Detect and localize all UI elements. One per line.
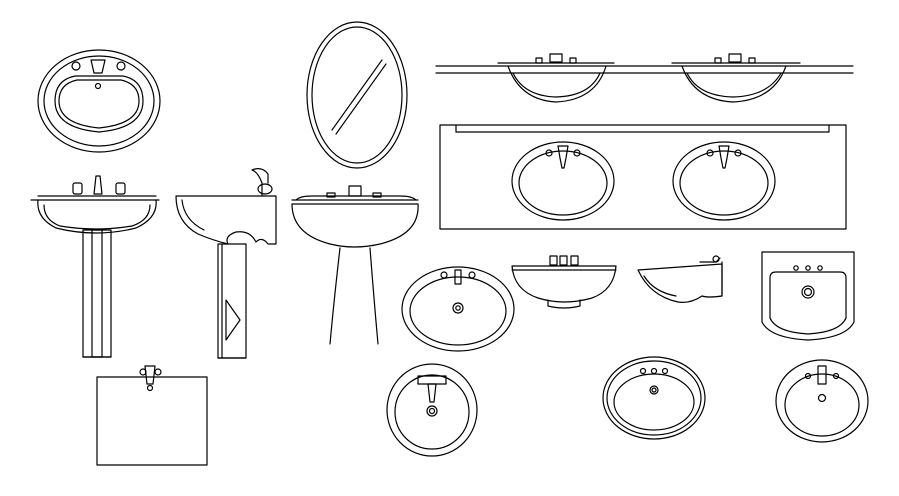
pedestal-basin-side-elevation-icon <box>175 168 277 359</box>
square-basin-plan-icon <box>761 251 855 341</box>
oval-drop-in-basin-icon <box>401 266 515 352</box>
rectangular-basin-top-view-icon <box>96 365 208 466</box>
double-vanity-elevation-icon <box>435 53 854 103</box>
round-basin-plan-icon <box>386 363 478 457</box>
oval-mirror-icon <box>306 21 408 169</box>
pedestal-basin-front-elevation-icon <box>30 175 160 358</box>
oval-vanity-basin-plan-icon <box>602 356 706 440</box>
wall-hung-basin-side-icon <box>637 255 723 303</box>
small-round-basin-plan-icon <box>775 359 869 443</box>
tulip-pedestal-basin-icon <box>291 185 419 345</box>
oval-basin-top-view-icon <box>37 49 161 153</box>
double-vanity-plan-icon <box>439 124 847 230</box>
wall-hung-basin-front-icon <box>511 255 617 309</box>
